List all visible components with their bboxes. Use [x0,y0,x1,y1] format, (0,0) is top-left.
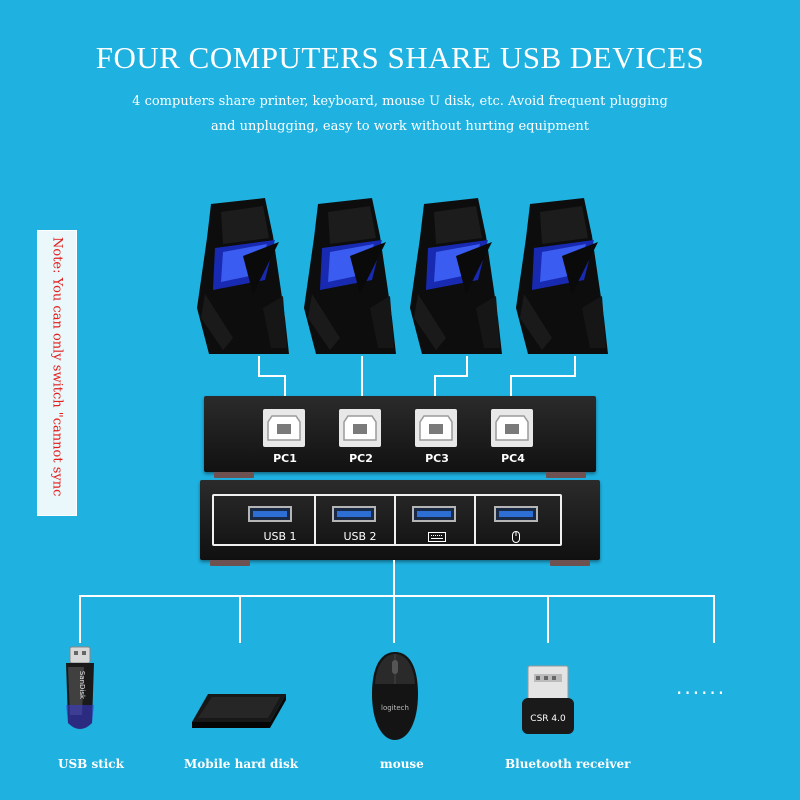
usb-a-port-1[interactable] [248,506,292,522]
usb-a-port-2[interactable] [332,506,376,522]
cable-pc1-a [258,356,260,376]
usb-b-port-pc3[interactable] [414,408,458,448]
usb-stick-icon: SanDisk [66,646,94,729]
device-label-bluetooth: Bluetooth receiver [505,757,631,771]
usb-a-port-4[interactable] [494,506,538,522]
port-label-pc4: PC4 [501,452,525,465]
cable-drop-2 [239,595,241,643]
usb-b-port-pc2[interactable] [338,408,382,448]
mouse-icon [512,531,520,543]
usb-divider [394,496,396,544]
subtitle-line-1: 4 computers share printer, keyboard, mou… [132,94,668,109]
device-label-hard-disk: Mobile hard disk [184,757,299,771]
bluetooth-brand: CSR 4.0 [530,714,566,724]
cable-drop-4 [547,595,549,643]
kvm-switch-pc-side: PC1 PC2 PC3 PC4 [204,396,596,472]
cable-drop-5 [713,595,715,643]
usb-b-port-pc4[interactable] [490,408,534,448]
cable-pc1-c [284,375,286,410]
switch-bottom-foot-right [550,560,590,566]
cable-pc3-a [466,356,468,376]
keyboard-icon [428,532,446,542]
pc-tower-2 [304,198,396,354]
usb-divider [474,496,476,544]
note-text: Note: You can only switch "cannot sync [49,237,65,497]
bluetooth-receiver-icon: CSR 4.0 [522,665,574,734]
cable-pc3-c [434,375,436,410]
pc-tower-4 [516,198,608,354]
port-label-pc2: PC2 [349,452,373,465]
note-box: Note: You can only switch "cannot sync [37,230,77,516]
hard-disk-icon [192,694,286,728]
port-label-pc1: PC1 [273,452,297,465]
subtitle-line-2: and unplugging, easy to work without hur… [211,119,589,134]
cable-pc3-b [434,375,468,377]
usb-stick-brand: SanDisk [78,671,86,700]
page-title: FOUR COMPUTERS SHARE USB DEVICES [95,40,705,75]
usb-b-port-pc1[interactable] [262,408,306,448]
pc-tower-3 [410,198,502,354]
cable-pc1-b [258,375,286,377]
cable-bus [79,595,715,597]
device-label-mouse: mouse [380,757,424,771]
cable-pc4-a [574,356,576,376]
device-label-usb-stick: USB stick [58,757,124,771]
pc-tower-1 [197,198,289,354]
switch-top-foot-left [214,472,254,478]
more-devices-indicator: ...... [676,675,727,699]
usb-divider [314,496,316,544]
cable-pc4-c [510,375,512,410]
mouse-device-icon: logitech [372,652,418,740]
usb-label-2: USB 2 [343,530,377,543]
cable-pc4-b [510,375,576,377]
switch-top-foot-right [546,472,586,478]
mouse-brand: logitech [381,704,409,712]
usb-port-panel: USB 1 USB 2 [212,494,562,546]
usb-label-1: USB 1 [263,530,297,543]
port-label-pc3: PC3 [425,452,449,465]
cable-drop-1 [79,595,81,643]
cable-trunk [393,560,395,596]
usb-a-port-3[interactable] [412,506,456,522]
cable-pc2 [361,356,363,410]
switch-bottom-foot-left [210,560,250,566]
kvm-switch-usb-side: USB 1 USB 2 [200,480,600,560]
cable-drop-3 [393,595,395,643]
